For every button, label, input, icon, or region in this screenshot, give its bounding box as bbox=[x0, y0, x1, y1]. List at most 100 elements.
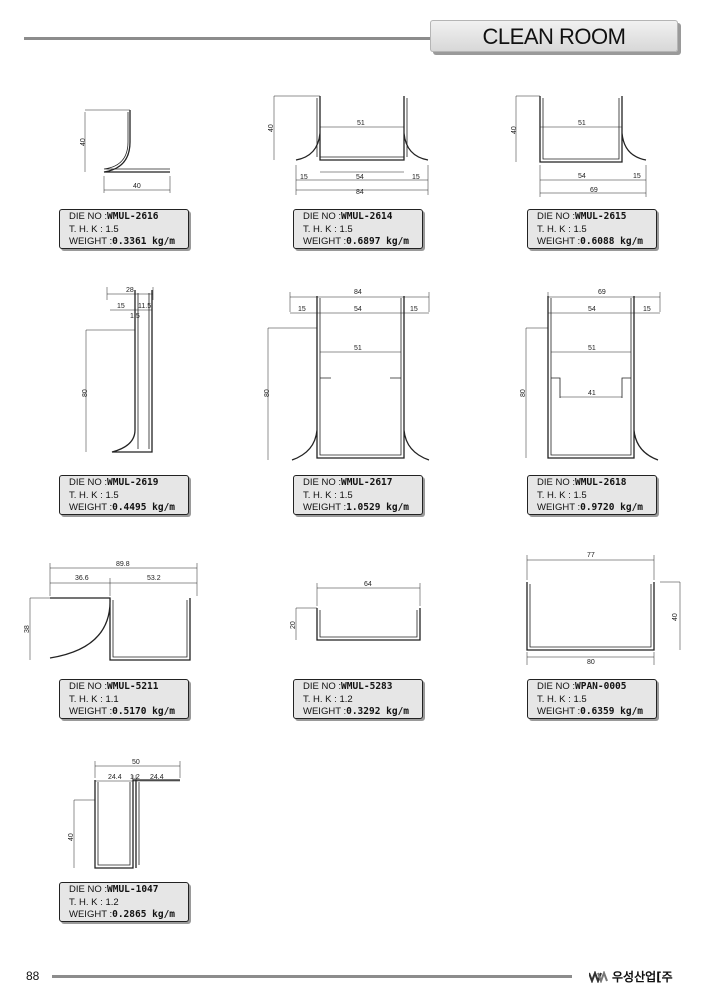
die-no-value: WMUL-2615 bbox=[575, 211, 627, 222]
die-no-label: DIE NO : bbox=[69, 477, 108, 488]
company-logo-icon bbox=[589, 970, 608, 983]
dim-label: 15 bbox=[412, 174, 420, 181]
weight-label: WEIGHT : bbox=[69, 236, 113, 247]
profile-shape-inner bbox=[529, 584, 652, 648]
weight-value: 0.3292 kg/m bbox=[346, 706, 410, 717]
dim-label: 80 bbox=[520, 389, 527, 397]
profile-shape-inner bbox=[316, 98, 408, 158]
dim-label: 28 bbox=[126, 287, 134, 294]
thk-value: 1.5 bbox=[339, 223, 353, 235]
dim-label: 51 bbox=[578, 120, 586, 127]
die-no-row: DIE NO :WMUL-2615 bbox=[537, 211, 656, 224]
weight-value: 0.6359 kg/m bbox=[580, 706, 644, 717]
thk-label: T. H. K : bbox=[537, 223, 571, 235]
weight-label: WEIGHT : bbox=[303, 502, 347, 513]
spec-box-wmul-2618: DIE NO :WMUL-2618 T. H. K : 1.5 WEIGHT :… bbox=[527, 475, 657, 515]
dim-label: 89.8 bbox=[116, 561, 130, 568]
dim-label: 41 bbox=[588, 390, 596, 397]
dim-label: 11.5 bbox=[138, 303, 151, 310]
dim-label: 69 bbox=[598, 289, 606, 296]
dimension-lines bbox=[84, 109, 171, 193]
weight-row: WEIGHT :0.2865 kg/m bbox=[69, 909, 188, 922]
spec-box-wpan-0005: DIE NO :WPAN-0005 T. H. K : 1.5 WEIGHT :… bbox=[527, 679, 657, 719]
spec-box-wmul-2614: DIE NO :WMUL-2614 T. H. K : 1.5 WEIGHT :… bbox=[293, 209, 423, 249]
die-no-value: WMUL-5211 bbox=[107, 681, 159, 692]
thk-value: 1.1 bbox=[105, 693, 119, 705]
weight-value: 0.6897 kg/m bbox=[346, 236, 410, 247]
die-no-value: WMUL-2618 bbox=[575, 477, 627, 488]
weight-row: WEIGHT :0.3361 kg/m bbox=[69, 236, 188, 249]
dim-label: 80 bbox=[587, 659, 595, 666]
die-no-row: DIE NO :WMUL-2618 bbox=[537, 477, 656, 490]
die-no-row: DIE NO :WMUL-2616 bbox=[69, 211, 188, 224]
die-no-label: DIE NO : bbox=[69, 884, 108, 895]
dim-label: 15 bbox=[117, 303, 125, 310]
profile-shape bbox=[295, 96, 429, 161]
weight-row: WEIGHT :0.5170 kg/m bbox=[69, 706, 188, 719]
thk-label: T. H. K : bbox=[303, 223, 337, 235]
weight-value: 0.3361 kg/m bbox=[112, 236, 176, 247]
thk-label: T. H. K : bbox=[303, 489, 337, 501]
thk-row: T. H. K : 1.5 bbox=[537, 694, 656, 707]
profile-drawing-wmul-2617: 84 15 54 15 51 80 bbox=[264, 289, 430, 461]
spec-box-wmul-2617: DIE NO :WMUL-2617 T. H. K : 1.5 WEIGHT :… bbox=[293, 475, 423, 515]
thk-label: T. H. K : bbox=[303, 693, 337, 705]
weight-row: WEIGHT :0.4495 kg/m bbox=[69, 502, 188, 515]
dim-label: 15 bbox=[300, 174, 308, 181]
die-no-row: DIE NO :WMUL-2619 bbox=[69, 477, 188, 490]
dim-label: 24.4 bbox=[108, 774, 122, 781]
dim-label: 20 bbox=[290, 621, 297, 629]
dim-label: 53.2 bbox=[147, 575, 161, 582]
profile-shape bbox=[526, 582, 655, 651]
weight-label: WEIGHT : bbox=[537, 706, 581, 717]
thk-value: 1.5 bbox=[573, 223, 587, 235]
dim-label: 84 bbox=[356, 189, 364, 196]
profile-shape bbox=[539, 96, 647, 163]
spec-box-wmul-1047: DIE NO :WMUL-1047 T. H. K : 1.2 WEIGHT :… bbox=[59, 882, 189, 922]
footer-logo: 우성산업[주 bbox=[589, 968, 673, 985]
header-rule bbox=[24, 37, 436, 40]
dim-label: 1.5 bbox=[130, 313, 140, 320]
profile-shape-inner bbox=[97, 782, 140, 866]
die-no-value: WMUL-5283 bbox=[341, 681, 393, 692]
weight-value: 0.5170 kg/m bbox=[112, 706, 176, 717]
thk-value: 1.2 bbox=[339, 693, 353, 705]
profile-shape-inner bbox=[137, 293, 150, 449]
dim-label: 40 bbox=[511, 126, 518, 134]
weight-label: WEIGHT : bbox=[69, 909, 113, 920]
dim-label: 84 bbox=[354, 289, 362, 296]
weight-label: WEIGHT : bbox=[537, 236, 581, 247]
dimension-lines bbox=[295, 583, 421, 640]
profile-drawing-wmul-1047: 50 24.4 1.2 24.4 40 bbox=[68, 759, 181, 869]
spec-box-wmul-2616: DIE NO :WMUL-2616 T. H. K : 1.5 WEIGHT :… bbox=[59, 209, 189, 249]
die-no-row: DIE NO :WMUL-5283 bbox=[303, 681, 422, 694]
dim-label: 54 bbox=[354, 306, 362, 313]
profile-shape bbox=[103, 110, 170, 173]
dim-label: 77 bbox=[587, 552, 595, 559]
profile-shape bbox=[547, 296, 659, 461]
dim-label: 54 bbox=[356, 174, 364, 181]
dimension-lines bbox=[73, 761, 181, 868]
profile-drawing-wmul-2618: 69 54 15 51 80 41 bbox=[520, 289, 661, 461]
thk-label: T. H. K : bbox=[69, 489, 103, 501]
profile-drawing-wmul-2615: 40 51 54 15 69 bbox=[511, 95, 647, 197]
weight-value: 0.2865 kg/m bbox=[112, 909, 176, 920]
thk-row: T. H. K : 1.2 bbox=[303, 694, 422, 707]
profile-shape bbox=[291, 296, 430, 461]
dimension-lines bbox=[526, 555, 681, 665]
weight-value: 0.9720 kg/m bbox=[580, 502, 644, 513]
dim-label: 40 bbox=[672, 613, 679, 621]
die-no-label: DIE NO : bbox=[303, 681, 342, 692]
thk-value: 1.5 bbox=[573, 489, 587, 501]
spec-box-wmul-5211: DIE NO :WMUL-5211 T. H. K : 1.1 WEIGHT :… bbox=[59, 679, 189, 719]
dim-label: 40 bbox=[133, 183, 141, 190]
die-no-label: DIE NO : bbox=[303, 477, 342, 488]
die-no-label: DIE NO : bbox=[537, 211, 576, 222]
thk-row: T. H. K : 1.5 bbox=[69, 224, 188, 237]
weight-label: WEIGHT : bbox=[303, 706, 347, 717]
thk-row: T. H. K : 1.5 bbox=[303, 490, 422, 503]
dim-label: 54 bbox=[578, 173, 586, 180]
die-no-value: WMUL-2614 bbox=[341, 211, 393, 222]
dimension-lines bbox=[85, 287, 154, 452]
